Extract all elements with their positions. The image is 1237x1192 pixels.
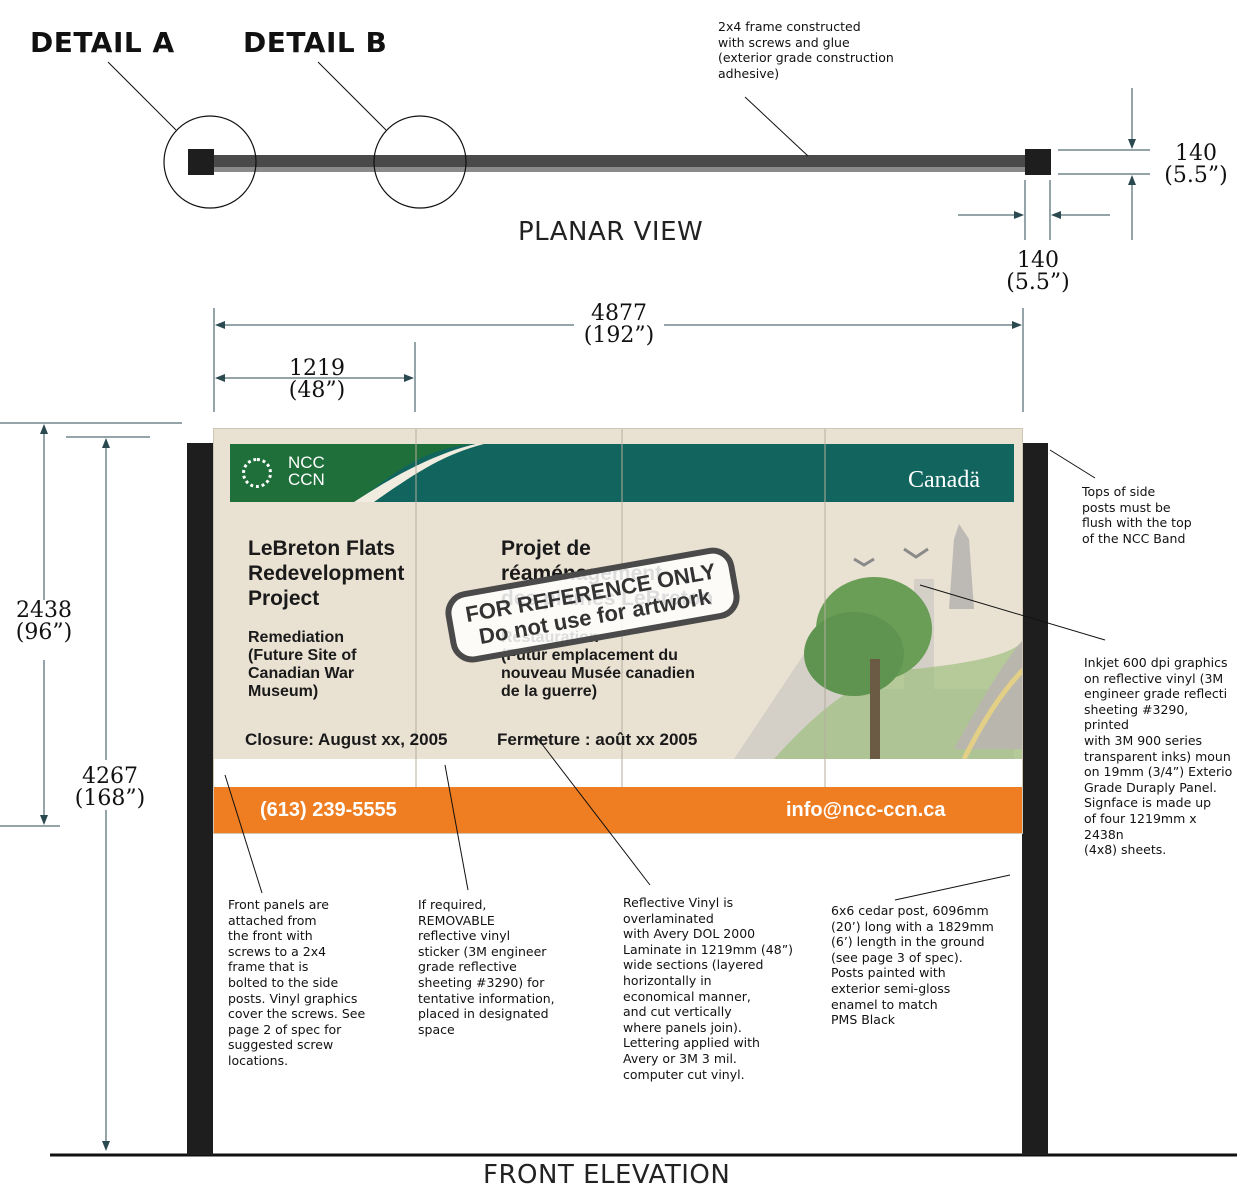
reflective-vinyl-note: Reflective Vinyl is overlaminated with A… [623,895,794,1082]
planar-panel [214,167,1025,172]
right-post [1022,443,1048,1155]
closure-en: Closure: August xx, 2005 [245,730,448,749]
maple-ring-icon [242,458,272,488]
inkjet-note: Inkjet 600 dpi graphics on reflective vi… [1084,655,1233,858]
frame-note: 2x4 frame constructed with screws and gl… [718,19,894,81]
sign-height-dim: 2438(96”) [4,600,84,644]
detail-b-circle [373,115,467,209]
post-height-dim: 4267(168”) [68,766,152,810]
planar-view-label: PLANAR VIEW [518,217,704,247]
detail-a-circle [163,115,257,209]
detail-b-label: DETAIL B [243,26,388,59]
subtitle-en: Remediation (Future Site of Canadian War… [248,629,357,700]
detail-a-label: DETAIL A [30,26,175,59]
removable-sticker-note: If required, REMOVABLE reflective vinyl … [418,897,555,1037]
closure-fr: Fermeture : août xx 2005 [497,730,698,749]
planar-frame [214,155,1025,167]
left-post [187,443,213,1155]
planar-view [107,61,1150,240]
phone-number: (613) 239-5555 [260,799,397,821]
title-en: LeBreton Flats Redevelopment Project [248,537,405,610]
planar-post-right [1025,149,1051,175]
planar-post-left [188,149,214,175]
overall-width-dim: 4877(192”) [574,303,664,347]
canada-wordmark: Canadä [908,467,980,493]
post-width-dim: 140(5.5”) [1006,248,1070,295]
contact-band: (613) 239-5555 info@ncc-ccn.ca [214,787,1022,833]
email-address: info@ncc-ccn.ca [786,799,946,821]
post-depth-dim: 140(5.5”) [1164,141,1228,188]
panel-width-dim: 1219(48”) [288,356,346,403]
height-dimensions [0,422,182,1151]
tops-note: Tops of side posts must be flush with th… [1082,484,1192,546]
cedar-post-note: 6x6 cedar post, 6096mm (20’) long with a… [831,903,994,1028]
front-panels-note: Front panels are attached from the front… [228,897,366,1068]
front-elevation-label: FRONT ELEVATION [483,1160,731,1190]
